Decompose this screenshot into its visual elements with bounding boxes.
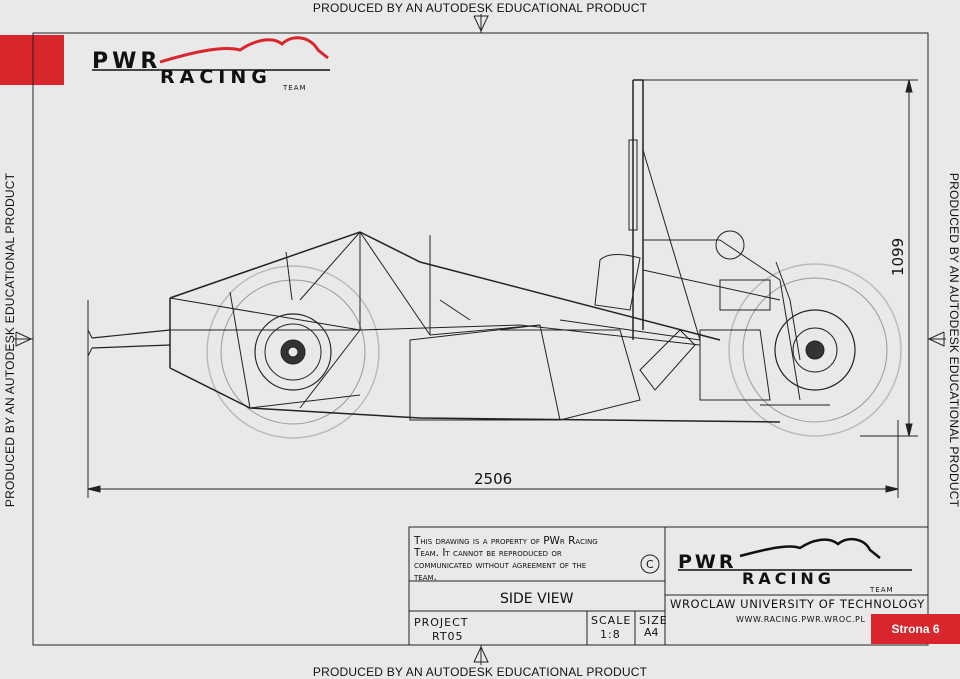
- pwr-racing-logo-title-block: PWR RACING TEAM: [678, 537, 912, 594]
- notice-line-2: Team. It cannot be reproduced or: [413, 547, 562, 559]
- logo-title-line1: PWR: [678, 551, 737, 573]
- title-block: [408, 526, 929, 646]
- logo-header-line2: RACING: [160, 66, 272, 88]
- logo-title-line2: RACING: [742, 569, 835, 588]
- notice-line-3: communicated without agreement of the: [414, 559, 586, 571]
- logo-title-line3: TEAM: [869, 586, 894, 594]
- vehicle-side-view: [87, 79, 902, 439]
- height-dimension: [638, 79, 918, 437]
- notice-line-1: This drawing is a property of PWr Racing: [413, 535, 598, 547]
- length-dimension: [87, 300, 899, 498]
- size-value: A4: [644, 626, 659, 639]
- website-url: WWW.RACING.PWR.WROC.PL: [736, 615, 866, 624]
- logo-header-line3: TEAM: [282, 84, 307, 92]
- pwr-racing-logo-header: PWR RACING TEAM: [92, 36, 330, 92]
- scale-label: SCALE: [591, 614, 631, 627]
- center-marks: [14, 14, 946, 665]
- watermark-bottom: PRODUCED BY AN AUTODESK EDUCATIONAL PROD…: [312, 665, 648, 679]
- university-name: WROCLAW UNIVERSITY OF TECHNOLOGY: [670, 597, 925, 611]
- notice-line-4: team.: [413, 571, 437, 583]
- project-label: PROJECT: [414, 616, 469, 629]
- copyright-symbol: C: [646, 558, 654, 571]
- project-value: RT05: [432, 630, 464, 643]
- scale-value: 1:8: [600, 628, 621, 641]
- watermark-top: PRODUCED BY AN AUTODESK EDUCATIONAL PROD…: [312, 1, 648, 15]
- red-accent-tab: [0, 35, 64, 85]
- length-dimension-value: 2506: [474, 470, 512, 488]
- size-label: SIZE: [639, 614, 668, 627]
- view-title: SIDE VIEW: [500, 591, 574, 607]
- height-dimension-value: 1099: [889, 238, 907, 276]
- page-number-badge: Strona 6: [871, 614, 960, 644]
